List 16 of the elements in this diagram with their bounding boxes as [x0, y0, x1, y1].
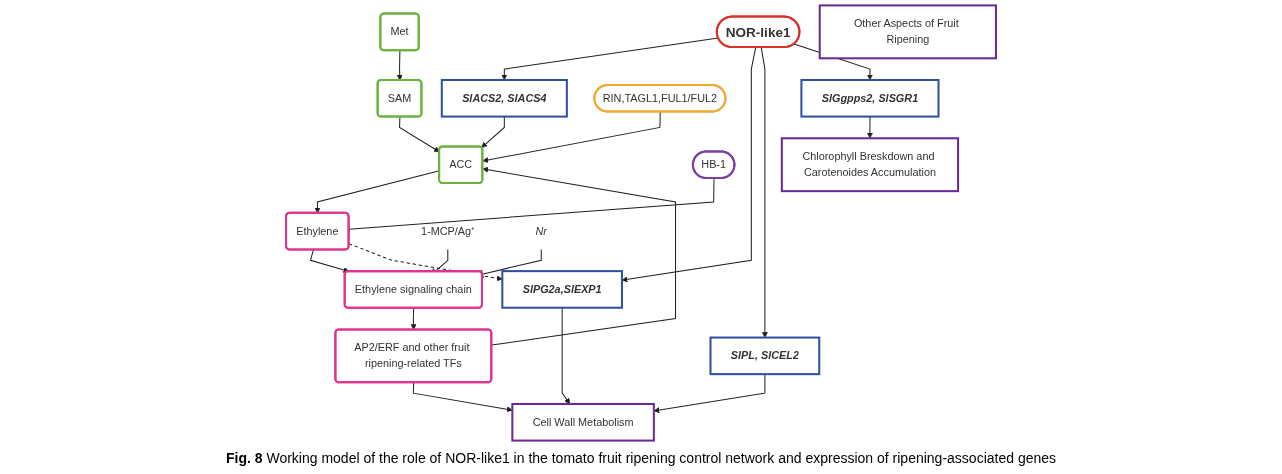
node-box: Other Aspects of Fruit Ripening: [818, 4, 997, 60]
node-text: 1-MCP/Ag⁺: [421, 225, 475, 237]
arrow: [412, 382, 513, 413]
figure-caption: Fig. 8 Working model of the role of NOR-like1 in the tomato fruit ripening control network and expression of ripening-associated genes: [224, 449, 1058, 468]
arrow: [866, 116, 873, 139]
arrow: [482, 111, 661, 163]
arrow: [481, 116, 505, 148]
node-box: SlPG2a,SlEXP1: [501, 270, 623, 309]
node-box: SlACS2, SlACS4: [440, 78, 568, 118]
node-text: Nr: [535, 225, 547, 237]
arrow: [482, 166, 677, 346]
node-box: Cell Wall Metabolism: [511, 402, 655, 442]
arrow: [399, 116, 440, 153]
node-box: SlGgpps2, SlSGR1: [800, 78, 940, 118]
node-box: Chlorophyll Breskdown and Carotenoides Accumulation: [780, 137, 960, 193]
node-box: SlPL, SlCEL2: [709, 336, 821, 376]
